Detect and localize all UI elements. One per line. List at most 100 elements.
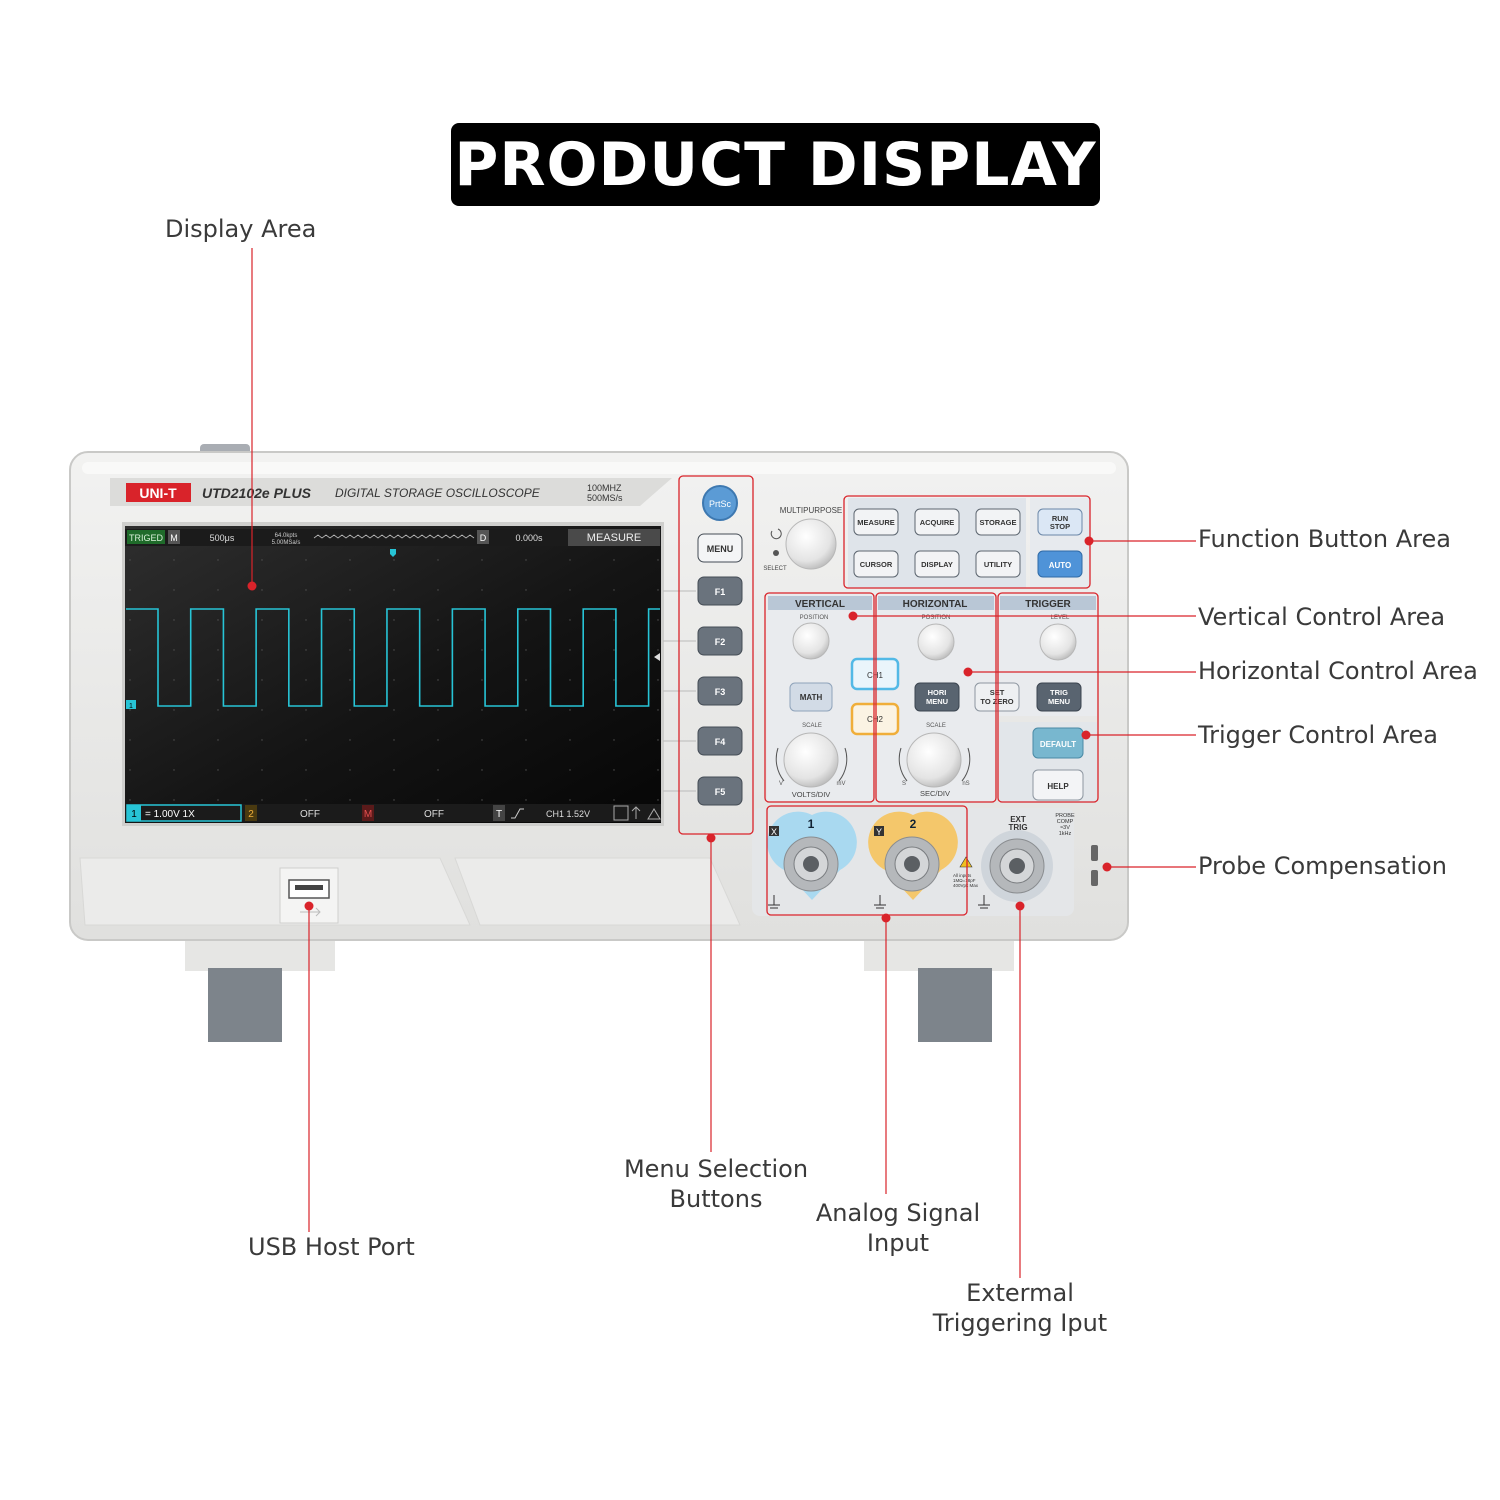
y-badge: [874, 826, 884, 836]
delay-label: D: [480, 533, 487, 543]
sample-rate-text: 500MS/s: [587, 493, 623, 503]
callout-trigger-control-area: Trigger Control Area: [1198, 721, 1439, 749]
grid-dot: [613, 799, 615, 801]
grid-dot: [613, 739, 615, 741]
run-stop-button[interactable]: [1037, 508, 1083, 536]
horizontal-position-knob[interactable]: [917, 623, 955, 661]
ch1-ground-icon: [768, 895, 780, 909]
grid-dot: [305, 619, 307, 621]
ch2-button[interactable]: [850, 702, 900, 736]
ch2-button-label: CH2: [867, 715, 884, 724]
measure-button[interactable]: [853, 508, 899, 536]
cursor-button[interactable]: [853, 550, 899, 578]
grid-dot: [349, 679, 351, 681]
prtsc-button[interactable]: [702, 485, 738, 521]
utility-button[interactable]: [975, 550, 1021, 578]
unit-ns-label: nS: [962, 781, 969, 787]
trig-menu-button[interactable]: [1036, 682, 1082, 712]
grid-dot: [393, 559, 395, 561]
auto-button[interactable]: [1037, 550, 1083, 578]
trig-status-text: TRIGED: [129, 533, 164, 543]
grid-dot: [261, 769, 263, 771]
usb-port-dot: [304, 901, 314, 911]
hori-menu-button[interactable]: [914, 682, 960, 712]
grid-dot: [261, 799, 263, 801]
ch1-button[interactable]: [850, 657, 900, 691]
ext-trig-bnc-pin: [1009, 858, 1025, 874]
set-to-zero-button[interactable]: [974, 682, 1020, 712]
volts-div-knob[interactable]: [783, 732, 839, 788]
mode-text: M: [170, 533, 178, 543]
lower-facet-middle: [454, 857, 741, 926]
grid-dot: [305, 769, 307, 771]
horizontal-area-dot: [963, 667, 973, 677]
delay-text: 0.000s: [515, 533, 543, 543]
vertical-position-knob[interactable]: [792, 622, 830, 660]
analog-input-box: [766, 805, 968, 916]
probe-comp-terminal-top[interactable]: [1091, 845, 1098, 861]
trigger-setting-text: CH1 1.52V: [546, 809, 590, 819]
cursor-button-label: CURSOR: [860, 560, 893, 569]
math-setting-text: OFF: [424, 809, 444, 820]
ch1-badge: [127, 805, 141, 821]
f5-button[interactable]: [697, 776, 743, 806]
storage-icon: [613, 805, 629, 821]
f2-button[interactable]: [697, 626, 743, 656]
probe-comp-text-2: COMP: [1057, 819, 1074, 825]
f3-button[interactable]: [697, 676, 743, 706]
right-foot: [918, 968, 992, 1042]
default-button[interactable]: [1032, 727, 1084, 759]
grid-dot: [129, 709, 131, 711]
grid-dot: [217, 709, 219, 711]
grid-dot: [569, 769, 571, 771]
grid-dot: [481, 679, 483, 681]
set-to-zero-label-2: TO ZERO: [980, 697, 1013, 706]
grid-dot: [525, 799, 527, 801]
callout-analog-signal-line-2: Input: [866, 1229, 930, 1257]
sec-div-knob[interactable]: [906, 732, 962, 788]
display-button[interactable]: [914, 550, 960, 578]
prtsc-label: PrtSc: [709, 499, 732, 509]
ch2-badge-text: 2: [248, 809, 254, 820]
acquire-button[interactable]: [914, 508, 960, 536]
grid-dot: [437, 589, 439, 591]
grid-dot: [481, 709, 483, 711]
leader-lines: [251, 248, 1196, 1278]
f4-button[interactable]: [697, 726, 743, 756]
grid-dot: [129, 559, 131, 561]
horizontal-header: [878, 596, 994, 610]
menu-button[interactable]: [697, 533, 743, 563]
grid-dot: [437, 559, 439, 561]
network-status-icon: [647, 808, 661, 820]
warning-text-2: 1MΩ=18pF: [953, 878, 976, 883]
grid-dot: [349, 769, 351, 771]
f4-button-label: F4: [715, 737, 726, 747]
f3-button-label: F3: [715, 687, 726, 697]
callout-external-trigger-input: Extermal Triggering Iput: [900, 1278, 1140, 1338]
ch2-input-label: 2: [910, 817, 917, 831]
usb-symbol-icon: [300, 907, 321, 917]
grid-dot: [173, 679, 175, 681]
grid-dot: [481, 619, 483, 621]
probe-comp-terminal-bottom[interactable]: [1091, 870, 1098, 886]
memory-overview-trace: [313, 534, 475, 539]
menu-button-label: MENU: [707, 544, 734, 554]
grid-dot: [569, 709, 571, 711]
help-button[interactable]: [1032, 769, 1084, 801]
ch1-level-marker-text: 1: [129, 703, 133, 710]
f1-button[interactable]: [697, 576, 743, 606]
grid-dot: [481, 649, 483, 651]
grid-dot: [525, 649, 527, 651]
multipurpose-knob[interactable]: [785, 518, 837, 570]
math-button[interactable]: [789, 682, 833, 712]
grid-dot: [217, 589, 219, 591]
sec-div-label: SEC/DIV: [920, 789, 950, 798]
storage-button[interactable]: [975, 508, 1021, 536]
trigger-level-knob[interactable]: [1039, 623, 1077, 661]
grid-dot: [305, 799, 307, 801]
grid-dot: [393, 769, 395, 771]
callout-usb-host-port: USB Host Port: [248, 1233, 415, 1261]
grid-dot: [481, 589, 483, 591]
ch2-setting-text: OFF: [300, 809, 320, 820]
grid-dot: [657, 679, 659, 681]
